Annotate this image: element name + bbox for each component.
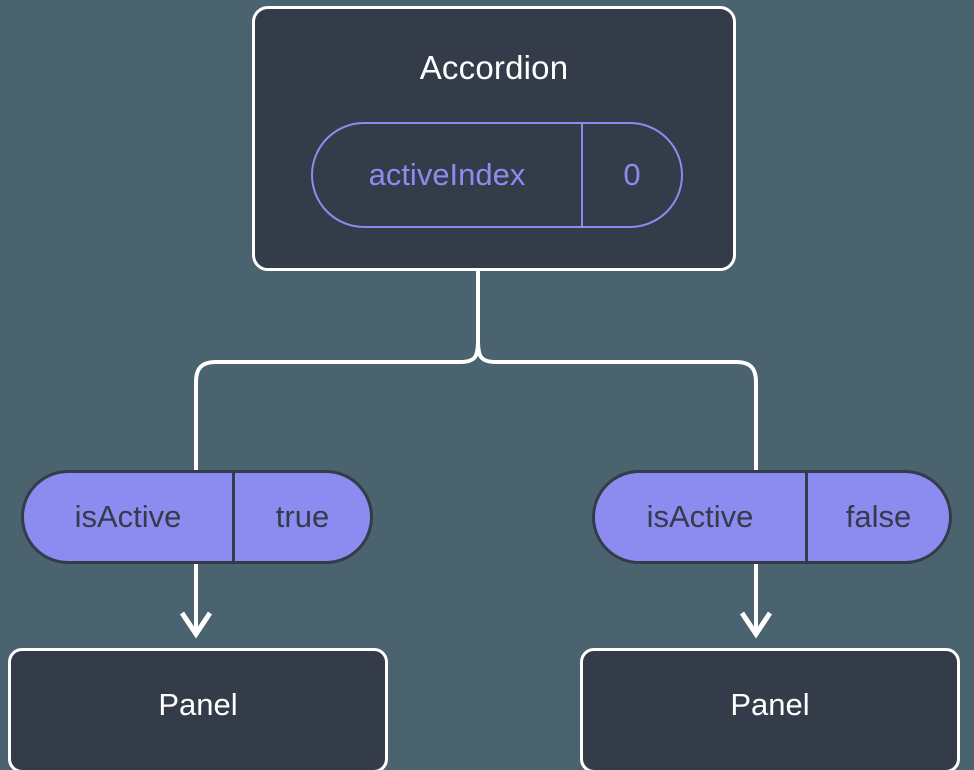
panel-node-right[interactable]: Panel (580, 648, 960, 770)
activeindex-prop-key: activeIndex (313, 124, 583, 226)
isactive-false-prop-value: false (845, 499, 912, 534)
panel-left-title: Panel (158, 686, 238, 722)
accordion-title: Accordion (419, 49, 569, 86)
activeindex-prop-badge[interactable]: activeIndex 0 (311, 122, 683, 228)
accordion-component-node[interactable]: Accordion activeIndex 0 (252, 6, 736, 271)
activeindex-prop-value: 0 (623, 157, 641, 192)
isactive-true-prop-key: isActive (24, 473, 235, 561)
panel-node-left[interactable]: Panel (8, 648, 388, 770)
isactive-false-prop-badge[interactable]: isActive false (592, 470, 952, 564)
isactive-true-prop-value: true (275, 499, 330, 534)
isactive-true-prop-badge[interactable]: isActive true (21, 470, 373, 564)
isactive-false-prop-key: isActive (595, 473, 808, 561)
panel-right-title: Panel (730, 686, 810, 722)
